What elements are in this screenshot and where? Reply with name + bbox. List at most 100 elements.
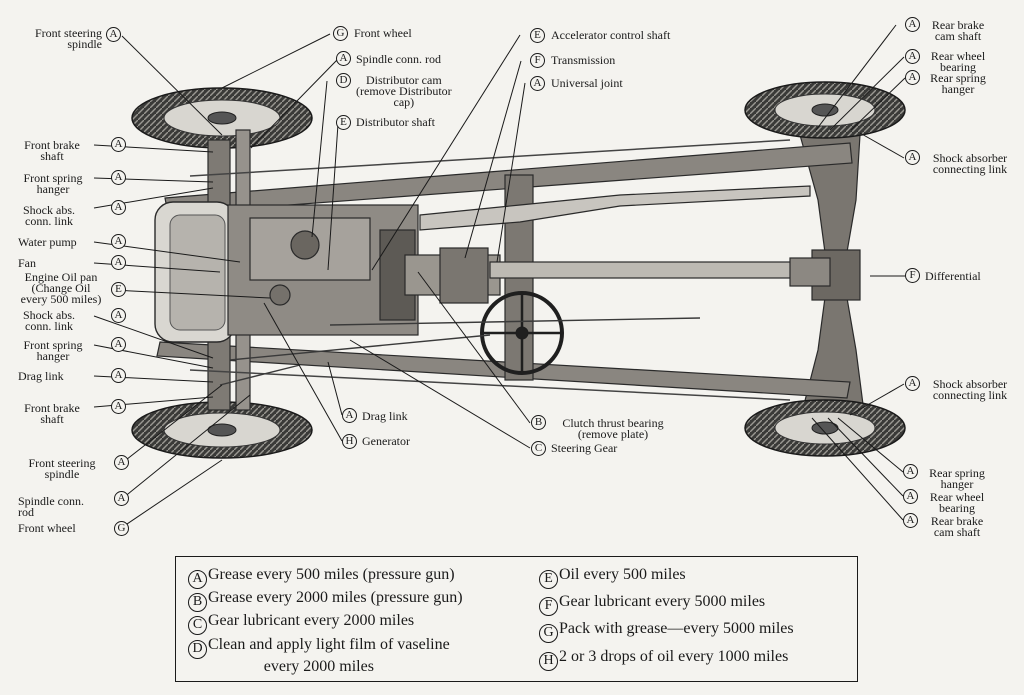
label-front-wheel-top: Front wheel [354,26,412,40]
badge-differential: F [905,268,920,283]
badge-rear-wheel-bearing-top: A [905,49,920,64]
label-drag-link-left: Drag link [18,369,64,383]
label-rear-brake-cam-shaft-bottom: Rear brake cam shaft [930,514,984,539]
label-spindle-conn-rod-top: Spindle conn. rod [356,52,441,66]
front-right-wheel [131,401,313,459]
badge-rear-wheel-bearing-bottom: A [903,489,918,504]
rear-right-wheel [744,399,906,457]
badge-drag-link-center: A [342,408,357,423]
badge-rear-spring-hanger-bottom: A [903,464,918,479]
label-front-spring-hanger-top: Front spring hanger [23,171,83,196]
badge-front-wheel-top: G [333,26,348,41]
legend-badge-b: B [188,593,207,612]
badge-distributor-cam: D [336,73,351,88]
label-differential: Differential [925,269,981,283]
legend-badge-e: E [539,570,558,589]
badge-shock-abs-conn-link-top: A [111,200,126,215]
badge-rear-brake-cam-shaft-bottom: A [903,513,918,528]
badge-rear-spring-hanger-top: A [905,70,920,85]
label-accelerator-control-shaft: Accelerator control shaft [551,28,671,42]
label-fan: Fan [18,256,36,270]
leader-lines [93,24,906,529]
label-generator: Generator [362,434,410,448]
badge-steering-gear: C [531,441,546,456]
legend-text-d: Clean and apply light film of vaseline [208,636,450,653]
legend-text-c: Gear lubricant every 2000 miles [208,612,415,629]
label-front-steering-spindle-bottom: Front steering spindle [28,456,96,481]
badge-generator: H [342,434,357,449]
badge-universal-joint: A [530,76,545,91]
badge-water-pump: A [111,234,126,249]
label-transmission: Transmission [551,53,616,67]
badge-front-brake-shaft-bottom: A [111,399,126,414]
legend-badge-c: C [188,616,207,635]
label-front-wheel-bottom: Front wheel [18,521,76,535]
label-front-steering-spindle-top: Front steering spindle [35,26,102,51]
legend-text-h: 2 or 3 drops of oil every 1000 miles [559,648,789,665]
label-rear-spring-hanger-bottom: Rear spring hanger [929,466,985,491]
label-shock-abs-conn-link-top: Shock abs. conn. link [23,203,75,228]
legend-badge-d: D [188,640,207,659]
badge-clutch-thrust-bearing: B [531,415,546,430]
label-shock-abs-conn-link-bottom: Shock abs. conn. link [23,308,75,333]
legend-badge-g: G [539,624,558,643]
label-front-brake-shaft-top: Front brake shaft [24,138,80,163]
legend-badge-h: H [539,652,558,671]
front-left-wheel [131,87,313,149]
label-clutch-thrust-bearing: Clutch thrust bearing (remove plate) [562,416,664,441]
label-distributor-shaft: Distributor shaft [356,115,435,129]
legend-badge-f: F [539,597,558,616]
rear-left-wheel [744,81,906,139]
label-front-spring-hanger-bottom: Front spring hanger [23,338,83,363]
legend-text-d-line2: every 2000 miles [263,658,374,675]
label-shock-absorber-link-top: Shock absorber connecting link [932,151,1008,176]
badge-spindle-conn-rod-top: A [336,51,351,66]
label-steering-gear: Steering Gear [551,441,618,455]
label-distributor-cam: Distributor cam (remove Distributor cap) [356,73,452,109]
legend-text-b: Grease every 2000 miles (pressure gun) [208,589,463,606]
label-universal-joint: Universal joint [551,76,623,90]
badge-transmission: F [530,53,545,68]
badge-shock-absorber-link-top: A [905,150,920,165]
label-spindle-conn-rod-bottom: Spindle conn. rod [18,494,84,519]
badge-front-spring-hanger-bottom: A [111,337,126,352]
badge-front-wheel-bottom: G [114,521,129,536]
badge-front-spring-hanger-top: A [111,170,126,185]
badge-fan: A [111,255,126,270]
badge-shock-absorber-link-bottom: A [905,376,920,391]
badge-engine-oil-pan: E [111,282,126,297]
linkage-rods [219,317,701,386]
badge-drag-link-left: A [111,368,126,383]
label-rear-spring-hanger-top: Rear spring hanger [930,71,986,96]
label-drag-link-center: Drag link [362,409,408,423]
badge-spindle-conn-rod-bottom: A [114,491,129,506]
legend-text-f: Gear lubricant every 5000 miles [559,593,766,610]
badge-front-brake-shaft-top: A [111,137,126,152]
label-engine-oil-pan: Engine Oil pan (Change Oil every 500 mil… [20,270,102,306]
label-rear-wheel-bearing-bottom: Rear wheel bearing [929,490,985,515]
legend-text-e: Oil every 500 miles [559,566,686,583]
label-water-pump: Water pump [18,235,77,249]
label-rear-wheel-bearing-top: Rear wheel bearing [930,49,986,74]
badge-front-steering-spindle-top: A [106,27,121,42]
legend-badge-a: A [188,570,207,589]
label-front-brake-shaft-bottom: Front brake shaft [24,401,80,426]
badge-front-steering-spindle-bottom: A [114,455,129,470]
steering-wheel [480,291,564,375]
badge-accelerator-control-shaft: E [530,28,545,43]
radiator [154,201,236,343]
label-rear-brake-cam-shaft-top: Rear brake cam shaft [931,18,985,43]
label-shock-absorber-link-bottom: Shock absorber connecting link [932,377,1008,402]
badge-distributor-shaft: E [336,115,351,130]
badge-rear-brake-cam-shaft-top: A [905,17,920,32]
